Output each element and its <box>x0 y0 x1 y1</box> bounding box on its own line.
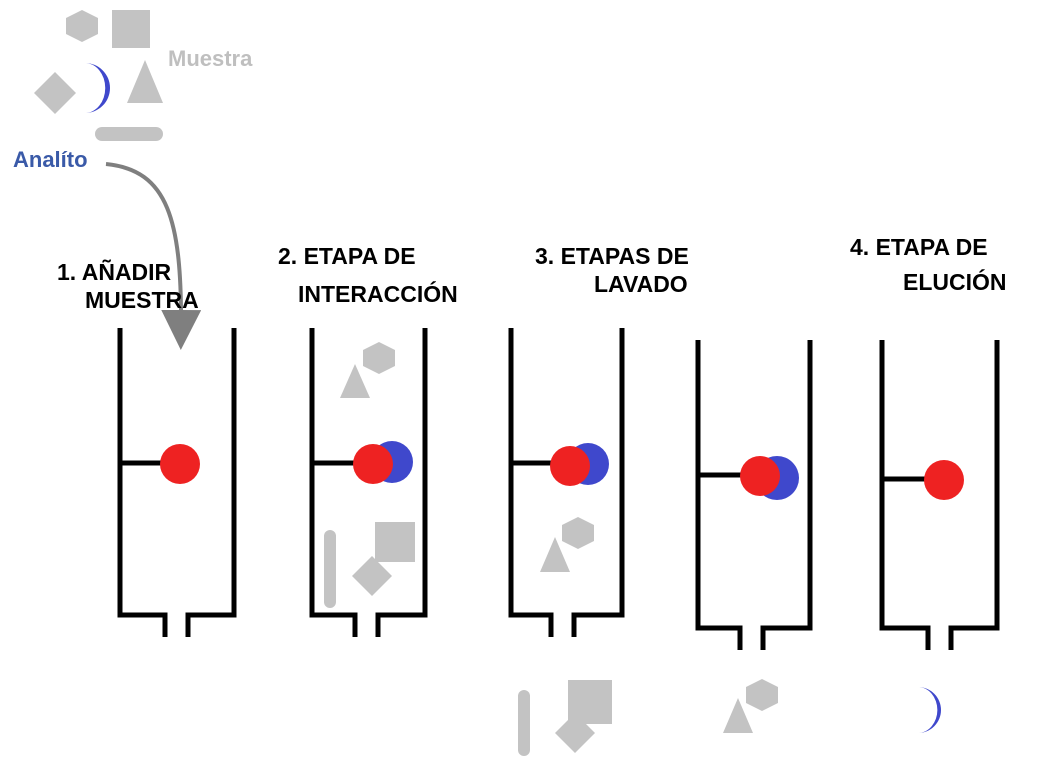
column-3-impurity-hexagon <box>562 517 594 549</box>
step-1-subtitle: MUESTRA <box>85 287 199 313</box>
column-1 <box>117 328 237 637</box>
column-3 <box>508 328 625 637</box>
impurity-square <box>112 10 150 48</box>
column-5-wall <box>879 340 1000 650</box>
column-5 <box>879 340 1000 650</box>
eluted-impurity-bar <box>518 690 530 756</box>
step-1-title: 1. AÑADIR <box>57 258 172 285</box>
step-2-label: 2. ETAPA DE INTERACCIÓN <box>278 243 458 307</box>
impurity-diamond <box>34 72 76 114</box>
eluted-impurity-hexagon <box>746 679 778 711</box>
column-3-ligand <box>550 446 590 486</box>
column-1-wall <box>117 328 237 637</box>
step-1-label: 1. AÑADIR MUESTRA <box>57 258 199 313</box>
step-3-title: 3. ETAPAS DE <box>535 243 689 269</box>
column-4-ligand <box>740 456 780 496</box>
step-3-label: 3. ETAPAS DE LAVADO <box>535 243 689 297</box>
wash-output-2 <box>723 679 778 733</box>
column-2-wall <box>309 328 428 637</box>
step-2-title: 2. ETAPA DE <box>278 243 416 269</box>
add-sample-arrow <box>105 162 202 350</box>
column-4 <box>695 340 813 650</box>
eluted-analyte-crescent <box>918 687 941 733</box>
column-3-impurity-triangle <box>540 537 570 572</box>
wash-output-1 <box>518 680 612 756</box>
analyte-label: Analíto <box>13 147 88 172</box>
sample-label: Muestra <box>168 46 253 71</box>
column-2-impurity-hexagon <box>363 342 395 374</box>
column-2-impurity-triangle <box>340 364 370 398</box>
analyte-crescent <box>85 63 110 113</box>
column-2-impurity-bar <box>324 530 336 608</box>
column-5-ligand <box>924 460 964 500</box>
column-3-wall <box>508 328 625 637</box>
step-4-subtitle: ELUCIÓN <box>903 268 1007 295</box>
column-2-impurity-diamond <box>352 556 392 596</box>
eluted-impurity-triangle <box>723 698 753 733</box>
impurity-triangle <box>127 60 163 103</box>
impurity-hexagon <box>66 10 98 42</box>
column-4-wall <box>695 340 813 650</box>
step-3-subtitle: LAVADO <box>594 271 688 297</box>
eluted-impurity-diamond <box>555 713 595 753</box>
column-2-ligand <box>353 444 393 484</box>
column-2-impurity-square <box>375 522 415 562</box>
column-2 <box>309 328 428 637</box>
step-2-subtitle: INTERACCIÓN <box>298 280 458 307</box>
column-1-ligand <box>160 444 200 484</box>
step-4-title: 4. ETAPA DE <box>850 234 988 260</box>
impurity-bar <box>95 127 163 141</box>
step-4-label: 4. ETAPA DE ELUCIÓN <box>850 234 1007 295</box>
sample-mixture: Muestra <box>34 10 253 141</box>
